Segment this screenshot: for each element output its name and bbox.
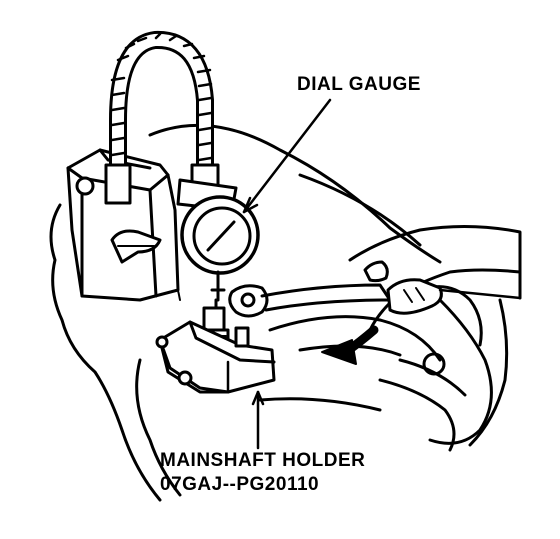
mainshaft-holder xyxy=(155,320,276,394)
dial-gauge-label: DIAL GAUGE xyxy=(297,74,421,95)
mainshaft-holder-caption: MAINSHAFT HOLDER 07GAJ--PG20110 xyxy=(160,449,365,497)
wrench-and-hand xyxy=(228,224,522,332)
leader-lines xyxy=(242,98,332,450)
gauge-stand-block xyxy=(66,148,180,302)
part-number-label: 07GAJ--PG20110 xyxy=(160,474,320,495)
dial-gauge xyxy=(180,195,260,352)
mainshaft-holder-label: MAINSHAFT HOLDER xyxy=(160,450,366,471)
flexible-arm xyxy=(104,30,238,212)
rotation-arrow xyxy=(321,325,379,365)
